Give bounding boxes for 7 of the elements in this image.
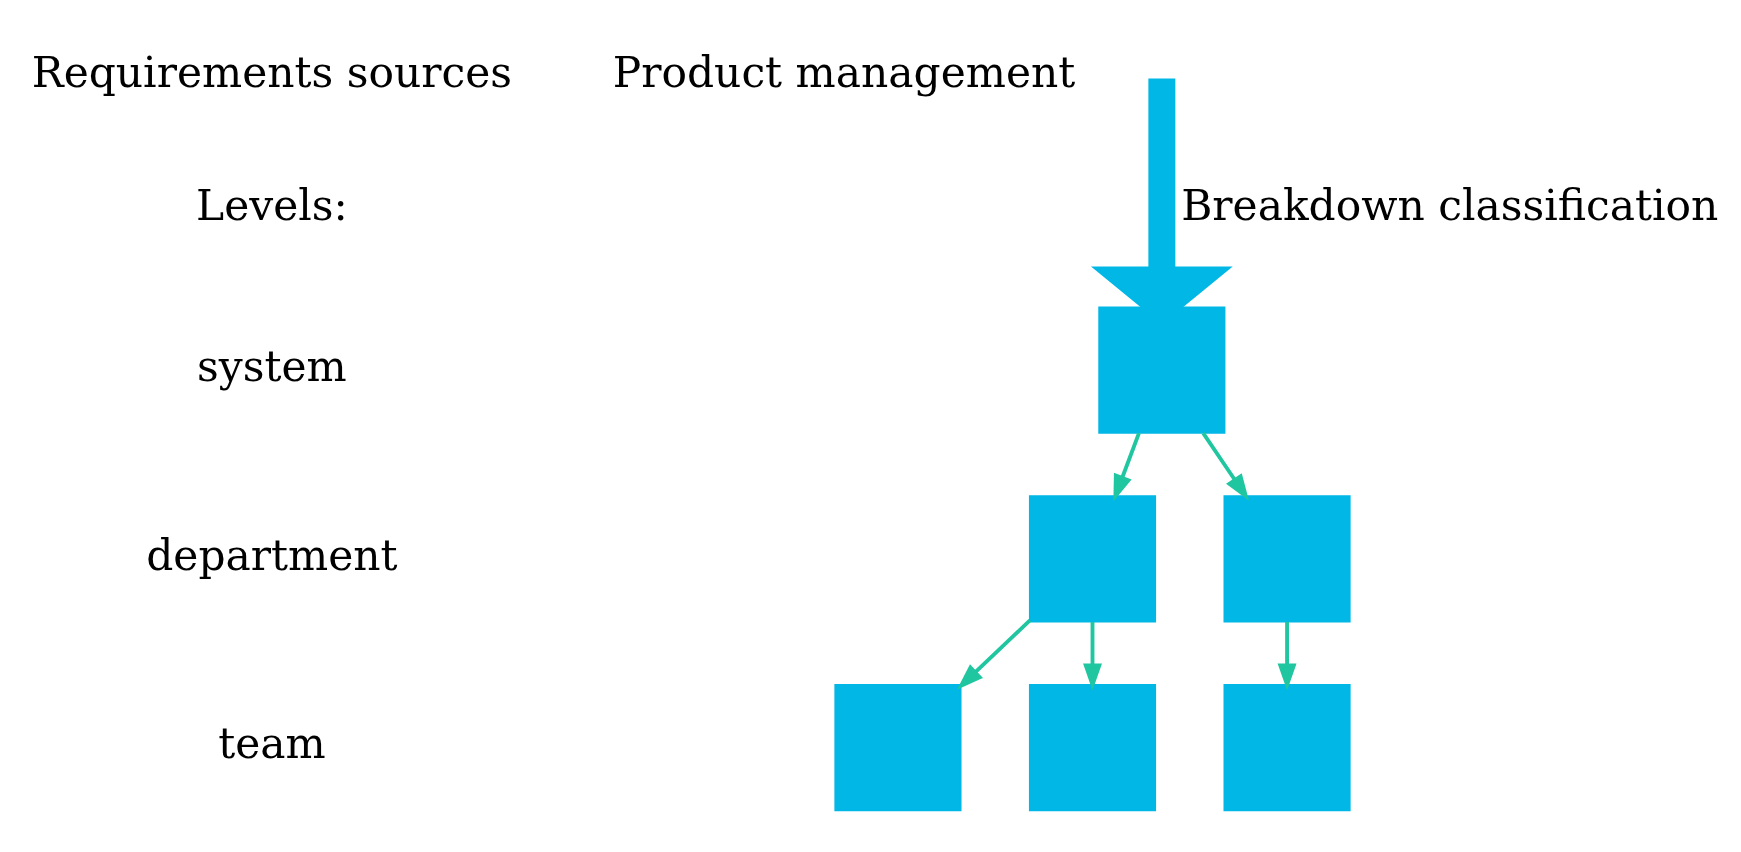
edge-label: Breakdown classification [1181,181,1719,231]
label: Levels: [196,181,348,231]
label: Product management [612,48,1076,98]
label: system [197,341,347,391]
label: department [146,530,398,580]
label: team [218,719,326,769]
label: Requirements sources [31,48,513,98]
